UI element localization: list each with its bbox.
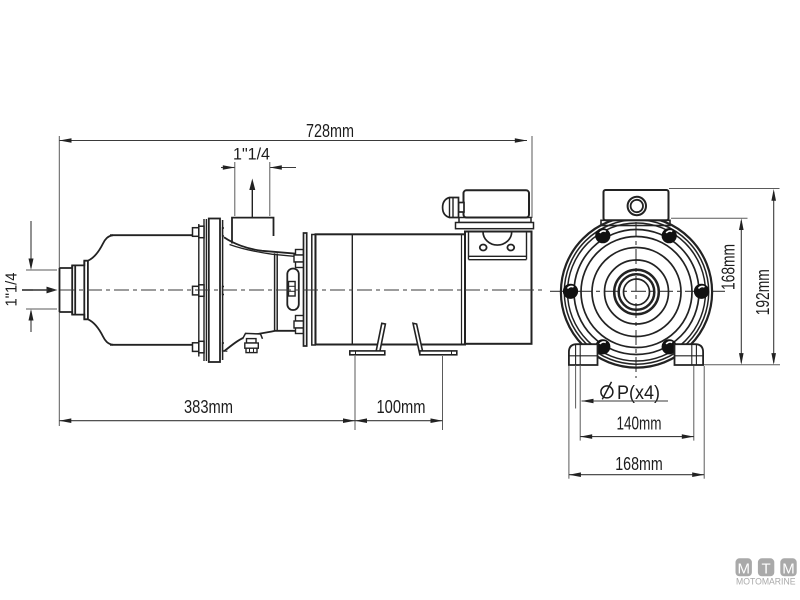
svg-text:383mm: 383mm xyxy=(184,396,233,417)
svg-text:MOTOMARINE: MOTOMARINE xyxy=(736,577,796,587)
svg-text:192mm: 192mm xyxy=(753,269,773,315)
svg-text:728mm: 728mm xyxy=(306,120,354,141)
svg-text:P(x4): P(x4) xyxy=(617,383,660,404)
svg-text:1"1/4: 1"1/4 xyxy=(4,272,21,306)
svg-text:100mm: 100mm xyxy=(377,396,426,417)
svg-text:140mm: 140mm xyxy=(617,413,662,434)
svg-text:168mm: 168mm xyxy=(615,453,663,474)
svg-text:M: M xyxy=(782,561,795,578)
svg-text:168mm: 168mm xyxy=(719,244,739,290)
svg-text:M: M xyxy=(737,561,750,578)
svg-text:T: T xyxy=(762,561,771,578)
svg-text:1"1/4: 1"1/4 xyxy=(233,146,270,164)
